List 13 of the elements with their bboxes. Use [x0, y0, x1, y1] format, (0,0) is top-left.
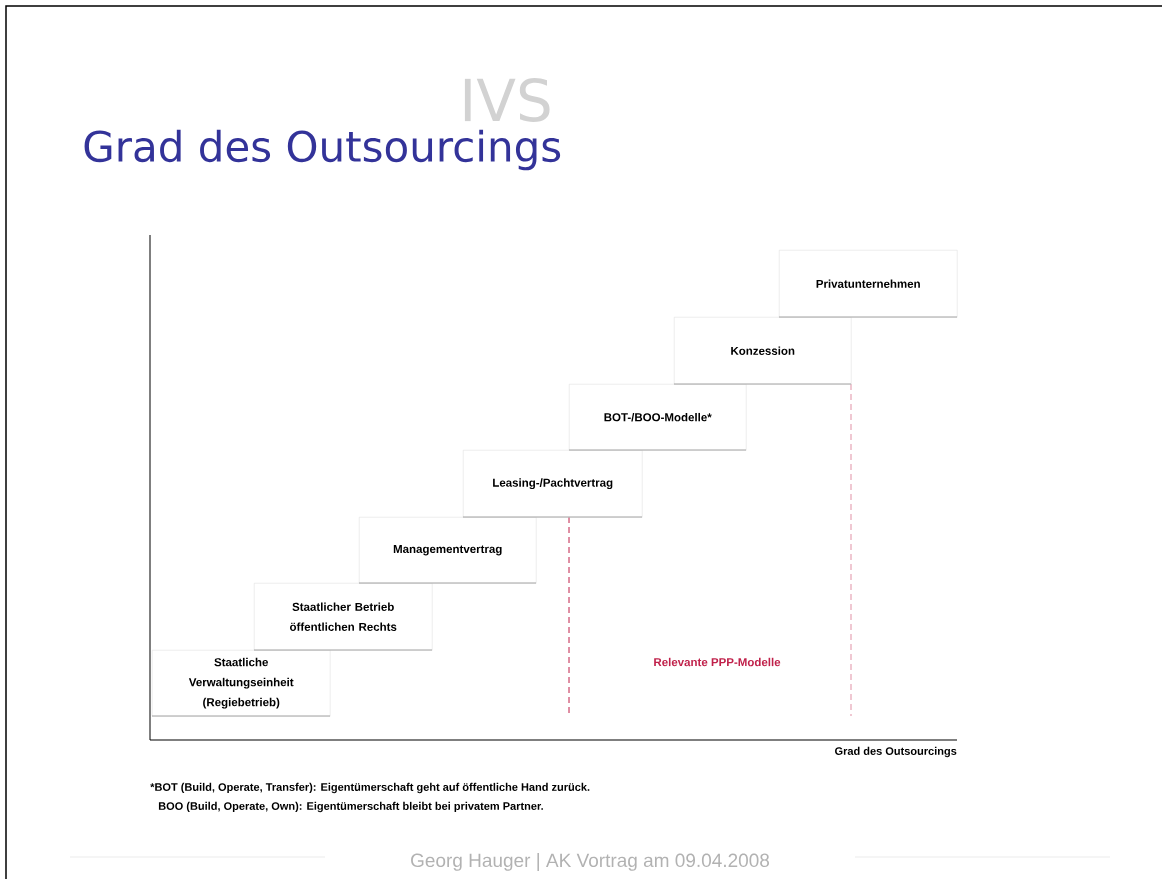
- step-box: Konzession: [673, 317, 852, 385]
- step-box: Leasing-/Pachtvertrag: [462, 450, 643, 518]
- step-box: Managementvertrag: [358, 517, 537, 584]
- footnote: BOO (Build, Operate, Own): Eigentümerschaft bleibt bei privatem Partner.: [158, 801, 543, 813]
- region-label: Relevante PPP-Modelle: [654, 657, 781, 667]
- footer-text: Georg Hauger | AK Vortrag am 09.04.2008: [411, 853, 770, 871]
- step-box: Privatunternehmen: [778, 250, 958, 318]
- step-box: Staatlicher Betrieb öffentlichen Rechts: [253, 583, 433, 651]
- step-box: Staatliche Verwaltungseinheit (Regiebetrieb): [151, 650, 331, 717]
- slide-title: Grad des Outsourcings: [84, 129, 561, 171]
- step-box: BOT-/BOO-Modelle*: [568, 384, 747, 451]
- axis-label: Grad des Outsourcings: [835, 746, 957, 758]
- footnote: *BOT (Build, Operate, Transfer): Eigentümerschaft geht auf öffentliche Hand zurück.: [150, 782, 590, 794]
